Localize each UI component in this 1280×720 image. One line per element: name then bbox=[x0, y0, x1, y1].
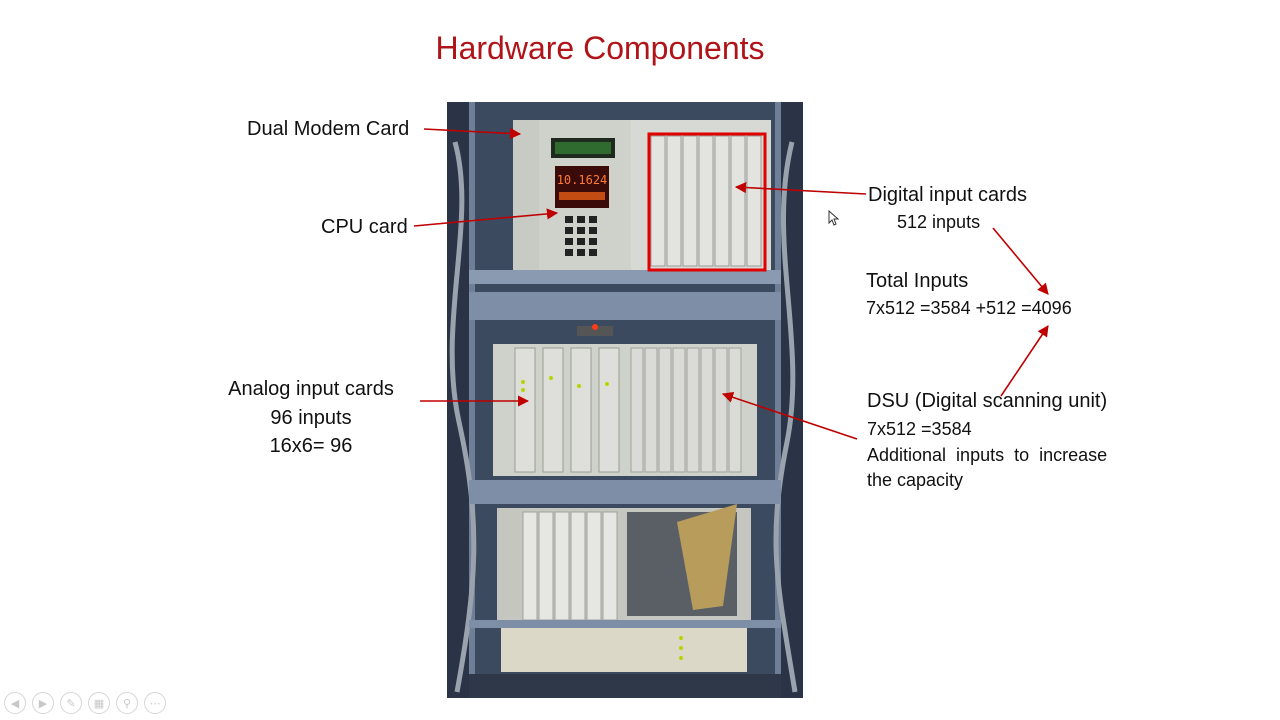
label-dsu-note-line1: Additional inputs to increase bbox=[867, 445, 1108, 465]
arrow-to-total-1 bbox=[992, 227, 1049, 295]
next-icon[interactable]: ▶ bbox=[32, 692, 54, 714]
cpu-display-readout: 10.1624 bbox=[557, 173, 608, 187]
zoom-icon[interactable]: ⚲ bbox=[116, 692, 138, 714]
label-digital-input-cards: Digital input cards bbox=[868, 184, 1027, 206]
presentation-toolbar: ◀ ▶ ✎ ▦ ⚲ ⋯ bbox=[4, 692, 166, 716]
label-digital-inputs: 512 inputs bbox=[897, 212, 981, 232]
label-cpu-card: CPU card bbox=[321, 216, 408, 238]
label-dsu-formula: 7x512 =3584 bbox=[867, 419, 972, 439]
label-analog-formula: 16x6= 96 bbox=[269, 435, 353, 457]
label-total-inputs: Total Inputs bbox=[866, 270, 969, 292]
label-total-formula: 7x512 =3584 +512 =4096 bbox=[866, 298, 1072, 318]
more-icon[interactable]: ⋯ bbox=[144, 692, 166, 714]
label-dsu: DSU (Digital scanning unit) bbox=[867, 390, 1108, 412]
label-analog-inputs: 96 inputs bbox=[270, 407, 352, 429]
mouse-cursor-icon bbox=[828, 210, 840, 226]
label-analog-input-cards: Analog input cards bbox=[228, 378, 394, 400]
arrow-to-total-2 bbox=[1000, 325, 1049, 397]
rack-photo: 10.1624 bbox=[447, 102, 803, 698]
prev-icon[interactable]: ◀ bbox=[4, 692, 26, 714]
label-dual-modem-card: Dual Modem Card bbox=[247, 118, 410, 140]
slides-icon[interactable]: ▦ bbox=[88, 692, 110, 714]
pen-icon[interactable]: ✎ bbox=[60, 692, 82, 714]
slide-title: Hardware Components bbox=[435, 30, 765, 66]
label-dsu-note-line2: the capacity bbox=[867, 470, 964, 490]
